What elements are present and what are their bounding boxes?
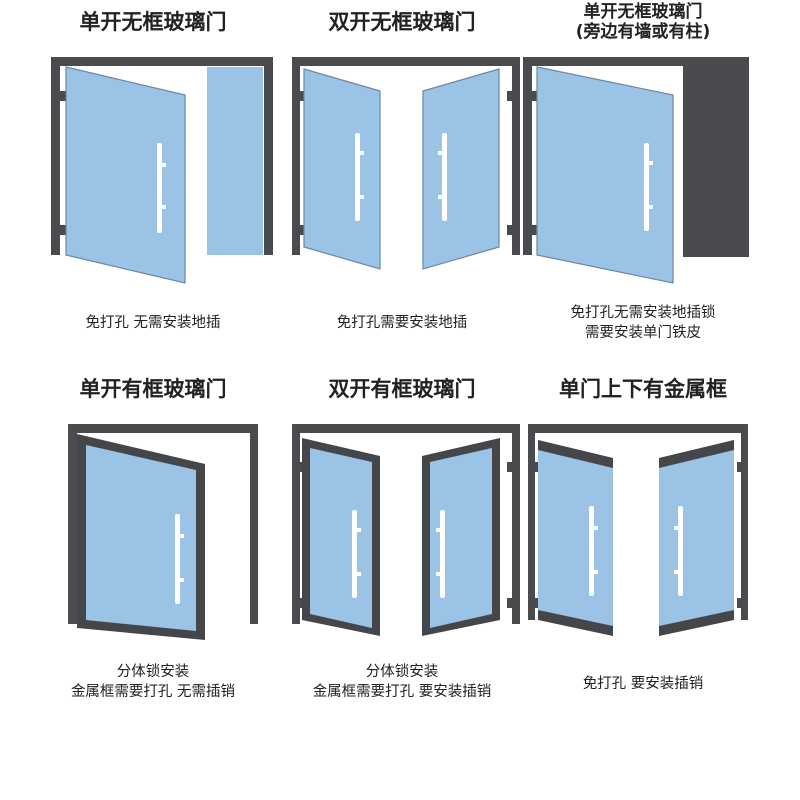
door-title: 单门上下有金属框 (559, 377, 727, 401)
single-frameless-door-diagram (51, 57, 273, 284)
double-framed-door-diagram (292, 424, 520, 636)
single-framed-door-diagram (68, 424, 258, 640)
rail-framed-door-diagram (528, 424, 748, 636)
door-title: 双开无框玻璃门 (328, 10, 476, 34)
door-caption: 分体锁安装 金属框需要打孔 无需插销 (70, 664, 236, 700)
door-caption: 免打孔无需安装地插锁 需要安装单门铁皮 (570, 305, 716, 341)
door-caption: 免打孔需要安装地插 (336, 315, 468, 331)
wall-side-door-diagram (523, 57, 749, 284)
door-caption: 免打孔 要安装插销 (582, 676, 704, 692)
double-frameless-door-diagram (292, 57, 520, 270)
door-subtitle: (旁边有墙或有柱) (575, 22, 711, 42)
door-title: 单开有框玻璃门 (79, 377, 227, 401)
door-title: 双开有框玻璃门 (328, 377, 476, 401)
door-caption: 分体锁安装 金属框需要打孔 要安装插销 (312, 664, 492, 700)
door-title: 单开无框玻璃门 (旁边有墙或有柱) (523, 2, 763, 42)
door-title: 单开无框玻璃门 (79, 10, 227, 34)
door-caption: 免打孔 无需安装地插 (85, 315, 221, 331)
